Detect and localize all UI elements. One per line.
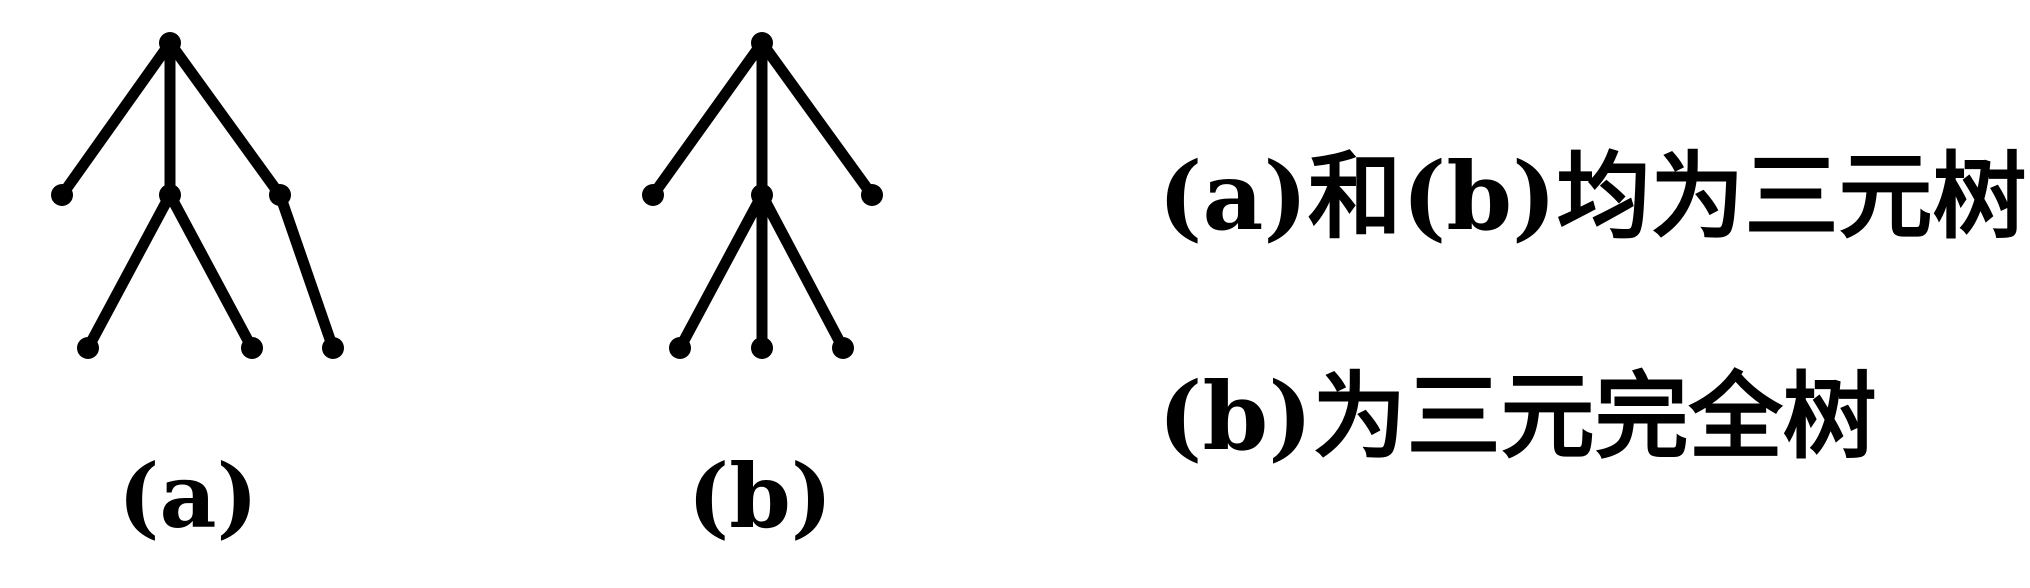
tree-b-node	[751, 337, 773, 359]
tree-a-node	[159, 184, 181, 206]
statement-complete-ternary-tree: (b)为三元完全树	[1158, 362, 1877, 472]
tree-b-root-node	[751, 32, 773, 54]
tree-a-edge	[274, 189, 339, 354]
tree-b-edge	[647, 37, 768, 201]
tree-a-node	[51, 184, 73, 206]
tree-b-node	[669, 337, 691, 359]
tree-b-node	[642, 184, 664, 206]
tree-b-node	[832, 337, 854, 359]
tree-b-edge	[756, 37, 878, 201]
tree-a-edge	[56, 37, 176, 201]
tree-a-caption: (a)	[118, 444, 258, 548]
tree-a-root-node	[159, 32, 181, 54]
tree-a-edge	[164, 37, 286, 201]
tree-a: (a)	[51, 32, 344, 548]
tree-b: (b)	[642, 32, 883, 548]
tree-a-node	[269, 184, 291, 206]
tree-a-node	[322, 337, 344, 359]
tree-b-node	[861, 184, 883, 206]
tree-a-node	[241, 337, 263, 359]
tree-b-edge	[756, 189, 849, 354]
tree-b-edge	[674, 189, 768, 354]
tree-a-node	[77, 337, 99, 359]
statement-ternary-trees: (a)和(b)均为三元树	[1158, 142, 2027, 252]
tree-b-caption: (b)	[688, 444, 833, 548]
tree-b-node	[751, 184, 773, 206]
tree-a-edge	[164, 189, 258, 354]
tree-a-edge	[82, 189, 176, 354]
